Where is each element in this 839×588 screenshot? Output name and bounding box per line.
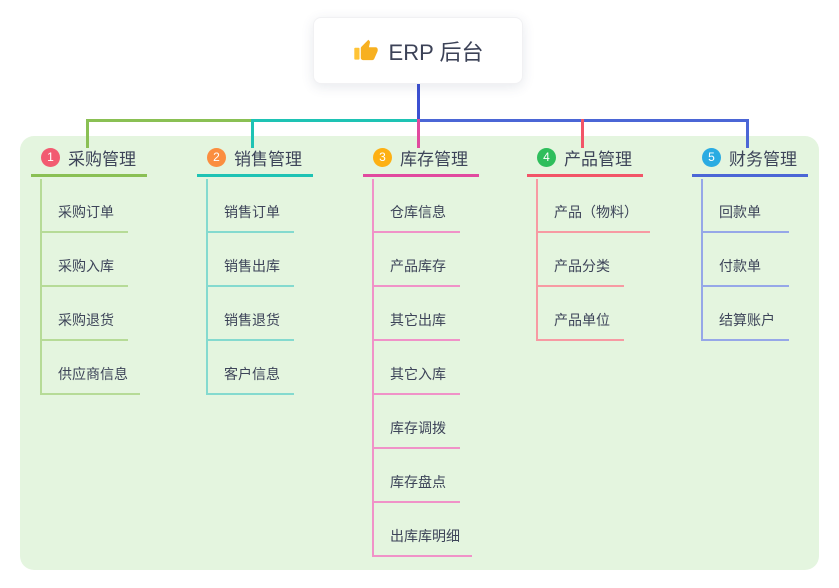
child-node[interactable]: 出库库明细 [372, 503, 472, 557]
child-node[interactable]: 销售出库 [206, 233, 294, 287]
child-node[interactable]: 供应商信息 [40, 341, 140, 395]
branch-number-badge: 3 [373, 147, 392, 167]
connector-branch4-drop [581, 119, 584, 148]
connector-branch2-drop [251, 119, 254, 148]
branch-number-badge: 2 [207, 147, 226, 167]
branch-purchase: 1 采购管理 采购订单 采购入库 采购退货 供应商信息 [31, 146, 147, 395]
branch-number-badge: 1 [41, 147, 60, 167]
branch-vline [701, 179, 703, 341]
connector-branch3-drop [417, 119, 420, 148]
branch-label: 财务管理 [729, 149, 797, 169]
child-node[interactable]: 产品库存 [372, 233, 460, 287]
branch-finance: 5 财务管理 回款单 付款单 结算账户 [692, 146, 808, 341]
child-node[interactable]: 产品分类 [536, 233, 624, 287]
child-node[interactable]: 采购退货 [40, 287, 128, 341]
branch-sales-children: 销售订单 销售出库 销售退货 客户信息 [206, 179, 294, 395]
branch-finance-header[interactable]: 5 财务管理 [692, 146, 808, 177]
connector-branch1-hline [86, 119, 253, 122]
branch-label: 销售管理 [234, 149, 302, 169]
branch-finance-children: 回款单 付款单 结算账户 [701, 179, 789, 341]
connector-branch5-drop [746, 119, 749, 148]
branch-label: 采购管理 [68, 149, 136, 169]
branch-label: 产品管理 [564, 149, 632, 169]
root-title: ERP 后台 [388, 39, 484, 65]
branch-vline [206, 179, 208, 395]
connector-branch1-drop [86, 119, 89, 148]
child-node[interactable]: 产品（物料） [536, 179, 650, 233]
child-node[interactable]: 销售退货 [206, 287, 294, 341]
branch-number-badge: 4 [537, 147, 556, 167]
child-node[interactable]: 回款单 [701, 179, 789, 233]
branch-vline [536, 179, 538, 341]
branch-vline [40, 179, 42, 395]
branch-label: 库存管理 [400, 149, 468, 169]
child-node[interactable]: 库存调拨 [372, 395, 460, 449]
child-node[interactable]: 其它入库 [372, 341, 460, 395]
branch-purchase-children: 采购订单 采购入库 采购退货 供应商信息 [40, 179, 140, 395]
branch-sales-header[interactable]: 2 销售管理 [197, 146, 313, 177]
branch-product-header[interactable]: 4 产品管理 [527, 146, 643, 177]
branch-sales: 2 销售管理 销售订单 销售出库 销售退货 客户信息 [197, 146, 313, 395]
branch-inventory: 3 库存管理 仓库信息 产品库存 其它出库 其它入库 库存调拨 库存盘点 出库库… [363, 146, 479, 557]
root-node[interactable]: ERP 后台 [313, 17, 523, 84]
branch-inventory-children: 仓库信息 产品库存 其它出库 其它入库 库存调拨 库存盘点 出库库明细 [372, 179, 472, 557]
branch-product-children: 产品（物料） 产品分类 产品单位 [536, 179, 650, 341]
thumbs-up-icon [353, 38, 379, 64]
child-node[interactable]: 库存盘点 [372, 449, 460, 503]
connector-branch5-hline [419, 119, 749, 122]
child-node[interactable]: 付款单 [701, 233, 789, 287]
child-node[interactable]: 结算账户 [701, 287, 789, 341]
branches-panel [20, 136, 819, 570]
child-node[interactable]: 采购订单 [40, 179, 128, 233]
child-node[interactable]: 产品单位 [536, 287, 624, 341]
branch-product: 4 产品管理 产品（物料） 产品分类 产品单位 [527, 146, 650, 341]
child-node[interactable]: 仓库信息 [372, 179, 460, 233]
branch-purchase-header[interactable]: 1 采购管理 [31, 146, 147, 177]
branch-vline [372, 179, 374, 557]
child-node[interactable]: 采购入库 [40, 233, 128, 287]
branch-inventory-header[interactable]: 3 库存管理 [363, 146, 479, 177]
child-node[interactable]: 客户信息 [206, 341, 294, 395]
connector-root-stem [417, 84, 420, 119]
child-node[interactable]: 其它出库 [372, 287, 460, 341]
child-node[interactable]: 销售订单 [206, 179, 294, 233]
connector-branch2-hline [253, 119, 419, 122]
branch-number-badge: 5 [702, 147, 721, 167]
